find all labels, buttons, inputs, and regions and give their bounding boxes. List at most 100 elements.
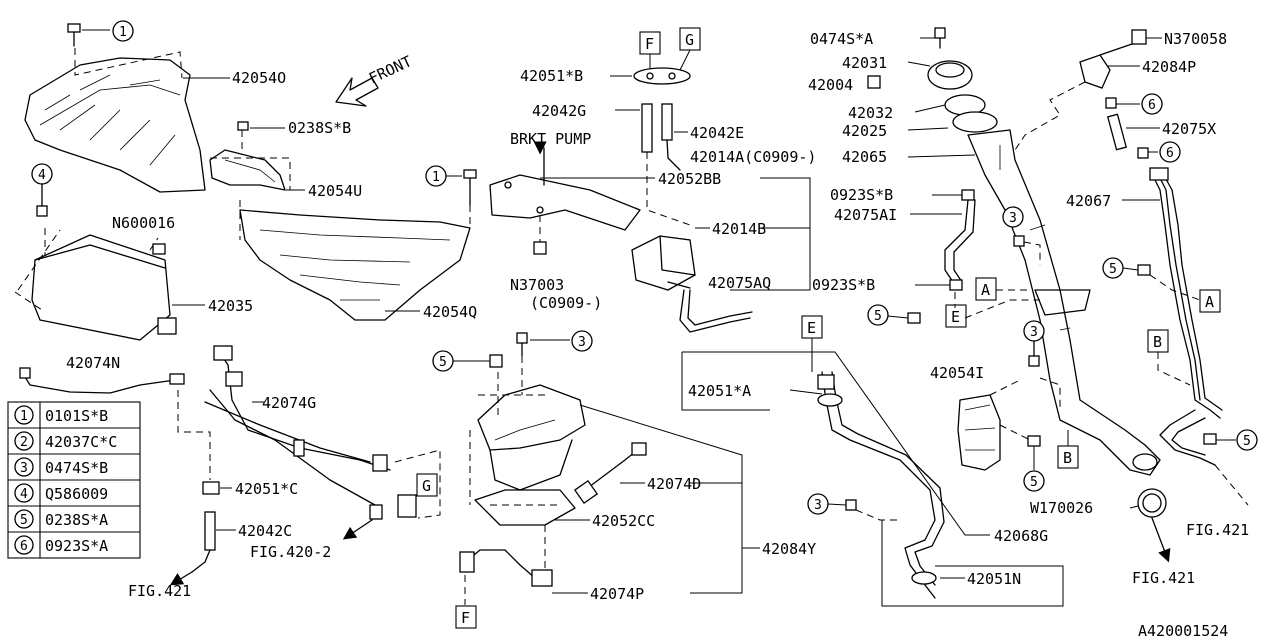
label-42025: 42025 [842,122,887,140]
svg-text:5: 5 [439,355,447,370]
brkt-pump-label: BRKT PUMP [510,130,591,148]
diagram-id: A420001524 [1138,622,1228,640]
circled-ref-5-lower: 5 [1023,470,1045,492]
label-C0909: (C0909-) [530,294,602,312]
label-42067: 42067 [1066,192,1111,210]
svg-text:F: F [645,35,654,53]
front-arrow-icon [335,77,379,107]
grommet-42051B [633,67,691,85]
label-42054O: 42054O [232,69,286,87]
marker-B-bottom: B [1057,445,1079,469]
bolt-icon [845,499,857,511]
label-N600016: N600016 [112,214,175,232]
bolt-icon [867,75,881,89]
bolt-icon [934,27,946,49]
circled-ref-6-b: 6 [1159,141,1181,163]
canister-42035 [14,228,177,341]
nut-icon [907,312,921,324]
clip-icon [949,279,963,291]
clip-icon [1105,97,1117,109]
clip-icon [961,189,975,201]
label-42035: 42035 [208,297,253,315]
bolt-icon [1028,340,1040,367]
svg-text:G: G [422,477,431,495]
circled-ref-6-a: 6 [1141,93,1163,115]
label-42031: 42031 [842,54,887,72]
vent-pipe-42067 [1149,167,1223,466]
label-42051A: 42051*A [688,382,751,400]
circled-ref-4: 4 [31,163,53,185]
legend-num-6: 6 [20,539,28,554]
label-42074N: 42074N [66,354,120,372]
legend-part-2: 42037C*C [45,433,117,451]
label-42065: 42065 [842,148,887,166]
label-42004: 42004 [808,76,853,94]
svg-text:3: 3 [1030,325,1038,340]
legend-table: 1 0101S*B 2 42037C*C 3 0474S*B 4 Q586009… [7,401,141,559]
label-42032: 42032 [848,104,893,122]
label-N37003: N37003 [510,276,564,294]
filler-pipe-42065 [967,129,1161,476]
marker-G-top: G [679,27,701,51]
label-42084P: 42084P [1142,58,1196,76]
bolt-icon [516,332,528,357]
nut-icon [1203,433,1217,445]
svg-text:B: B [1153,333,1162,351]
label-42014A: 42014A(C0909-) [690,148,816,166]
svg-text:5: 5 [1243,434,1251,449]
label-42068G: 42068G [994,527,1048,545]
circled-ref-3-lower: 3 [1023,320,1045,342]
label-W170026: W170026 [1030,499,1093,517]
valve-42084P [1079,43,1133,89]
marker-F-bottom: F [455,605,477,629]
svg-text:4: 4 [38,168,46,183]
hose-42075X [1106,113,1128,151]
pump-bracket-42084Y [469,356,586,572]
label-42014B: 42014B [712,220,766,238]
clip-icon [1137,147,1149,159]
nut-icon [1131,29,1147,45]
label-42054I: 42054I [930,364,984,382]
hoses-42042 [641,103,691,226]
circled-ref-3-bottom: 3 [807,493,829,515]
marker-G-mid: G [416,473,438,497]
svg-text:A: A [1205,293,1214,311]
heat-shield-42054Q [239,200,471,321]
seal-42025 [952,111,998,133]
label-42051B: 42051*B [520,67,583,85]
svg-text:3: 3 [1009,211,1017,226]
fuel-cap-42031 [927,60,973,90]
front-label: FRONT [366,52,415,87]
svg-text:5: 5 [1030,475,1038,490]
svg-text:G: G [685,31,694,49]
legend-num-5: 5 [20,513,28,528]
marker-A-right: A [1199,289,1221,313]
label-42075AQ: 42075AQ [708,274,771,292]
bolt-icon [1013,235,1025,247]
marker-B-top: B [1147,329,1169,353]
nut-icon [1027,435,1041,447]
pipe-42068G [817,371,945,599]
marker-E-box: E [801,315,823,339]
hose-42074P [459,549,553,587]
legend-part-3: 0474S*B [45,459,108,477]
bracket-42054U [209,121,291,191]
label-42074P: 42074P [590,585,644,603]
legend-num-1: 1 [20,409,28,424]
label-42042E: 42042E [690,124,744,142]
fig-ref-421-right: FIG.421 [1186,521,1249,539]
svg-text:1: 1 [432,170,440,185]
label-0474SA: 0474S*A [810,30,873,48]
label-0923SB-2: 0923S*B [812,276,875,294]
circled-ref-5-mid: 5 [432,350,454,372]
nut-icon [489,354,503,368]
circled-ref-3-right: 3 [1002,206,1024,228]
grommet-42051C [202,481,220,495]
legend-num-2: 2 [20,435,28,450]
svg-text:5: 5 [1109,262,1117,277]
marker-E-small: E [945,304,967,328]
legend-part-6: 0923S*A [45,537,108,555]
legend-num-4: 4 [20,487,28,502]
hose-42074D [573,442,647,505]
